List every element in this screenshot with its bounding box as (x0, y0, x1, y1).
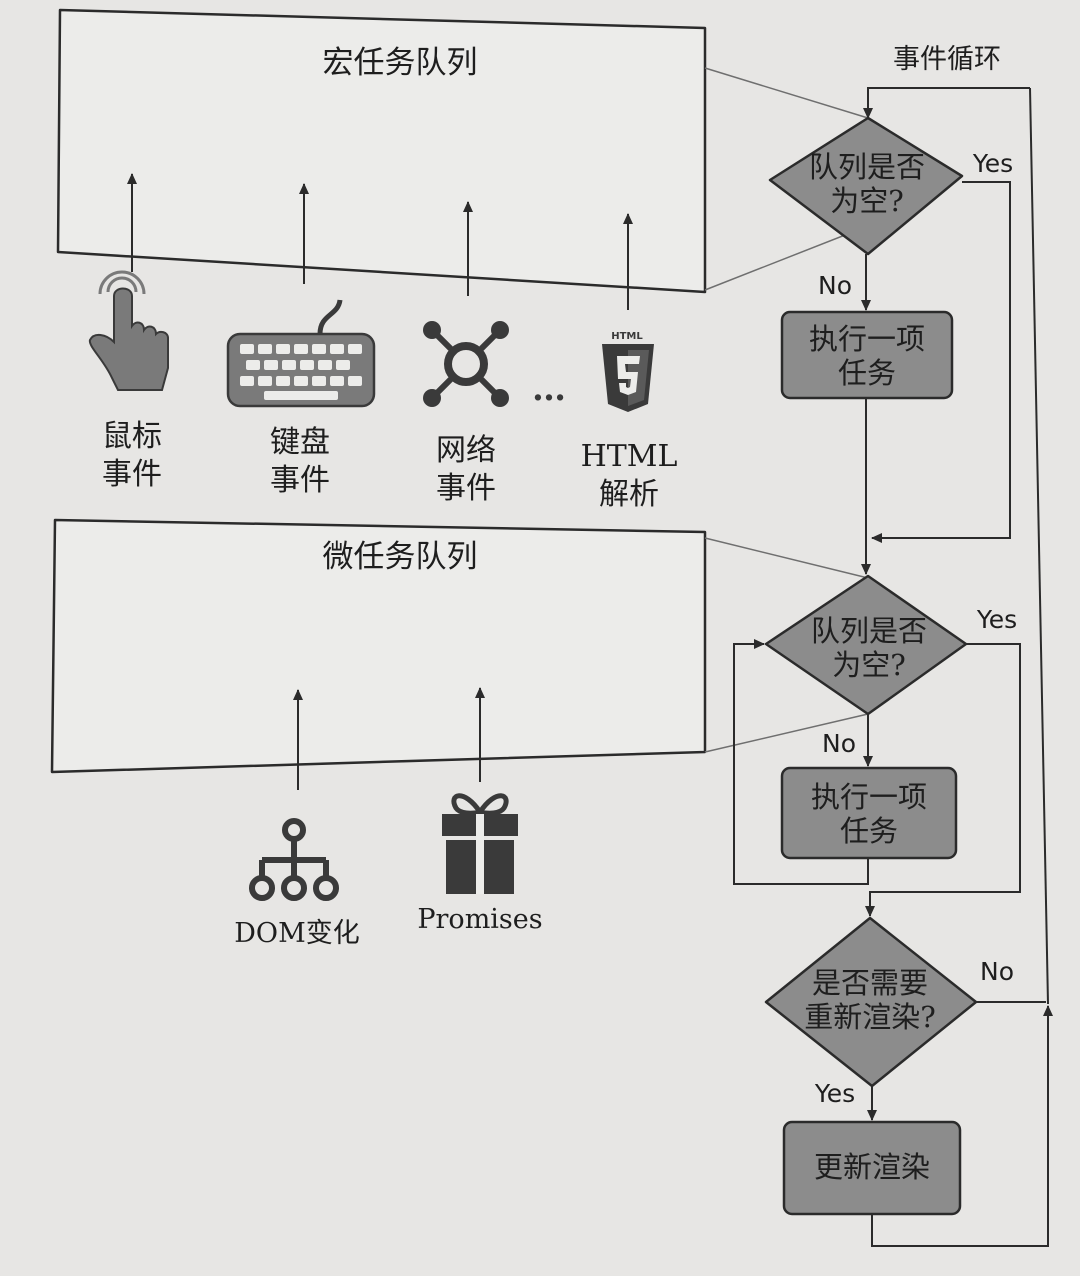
loop-right-rail (1029, 87, 1049, 1005)
macro-projection-top (704, 67, 869, 119)
decision-1-line2: 为空? (830, 184, 904, 218)
task-2-line2: 任务 (839, 814, 898, 848)
event-loop-label: 事件循环 (893, 44, 1001, 75)
task-2-loopback-line (733, 639, 869, 885)
dom-change-label: DOM变化 (234, 918, 360, 949)
micro-projection-top (704, 537, 869, 579)
decision-2-yes-line (865, 643, 1021, 917)
keyboard-icon (226, 299, 376, 408)
gift-icon (442, 793, 518, 894)
macro-projection-bottom (704, 225, 869, 291)
mouse-event-line2: 事件 (102, 457, 162, 492)
decision-3-yes-label: Yes (814, 1079, 856, 1108)
network-icon (423, 321, 509, 407)
network-event-line1: 网络 (436, 433, 496, 468)
decision-3-text: 是否需要 重新渲染? (780, 966, 960, 1034)
task-1-line1: 执行一项 (808, 322, 925, 356)
decision-2-no-label: No (822, 729, 856, 758)
task-2-text: 执行一项 任务 (782, 780, 956, 848)
micro-queue-title: 微任务队列 (322, 539, 478, 575)
task-1-line2: 任务 (837, 356, 896, 390)
decision-1-yes-line (871, 181, 1011, 543)
keyboard-event-label: 键盘 事件 (250, 424, 350, 500)
loop-entry-line (863, 87, 1030, 119)
ellipsis: … (532, 369, 566, 409)
html5-badge-text: HTML (611, 331, 643, 342)
loop-return-line (871, 1005, 1053, 1247)
keyboard-event-line2: 事件 (270, 463, 330, 498)
dom-tree-icon (249, 818, 339, 901)
html5-icon (602, 344, 654, 412)
mouse-event-label: 鼠标 事件 (82, 418, 182, 494)
decision-2-line2: 为空? (832, 648, 906, 682)
render-text: 更新渲染 (813, 1150, 930, 1184)
task-1-text: 执行一项 任务 (782, 322, 952, 390)
macro-queue-box (56, 8, 707, 294)
network-event-label: 网络 事件 (416, 432, 516, 508)
micro-projection-bottom (704, 713, 869, 753)
hand-pointer-icon (88, 270, 169, 391)
html-parse-line2: 解析 (599, 477, 659, 512)
decision-1-shape (768, 116, 964, 256)
decision-1-yes-label: Yes (972, 149, 1014, 178)
macro-queue-title: 宏任务队列 (322, 45, 478, 81)
decision-2-yes-label: Yes (976, 605, 1018, 634)
decision-2-text: 队列是否 为空? (792, 614, 946, 682)
decision-3-line2: 重新渲染? (804, 1000, 936, 1034)
decision-2-line1: 队列是否 (810, 614, 927, 648)
decision-1-text: 队列是否 为空? (790, 150, 944, 218)
decision-1-line1: 队列是否 (808, 150, 925, 184)
decision-1-no-label: No (818, 271, 852, 300)
html-parse-line1: HTML (580, 439, 678, 474)
html-parse-label: HTML 解析 (574, 438, 684, 514)
promises-label: Promises (417, 904, 543, 935)
decision-3-no-label: No (980, 957, 1014, 986)
keyboard-event-line1: 键盘 (270, 425, 330, 460)
task-2-line1: 执行一项 (810, 780, 927, 814)
mouse-event-line1: 鼠标 (102, 419, 162, 454)
decision-3-line1: 是否需要 (811, 966, 928, 1000)
network-event-line2: 事件 (436, 471, 496, 506)
